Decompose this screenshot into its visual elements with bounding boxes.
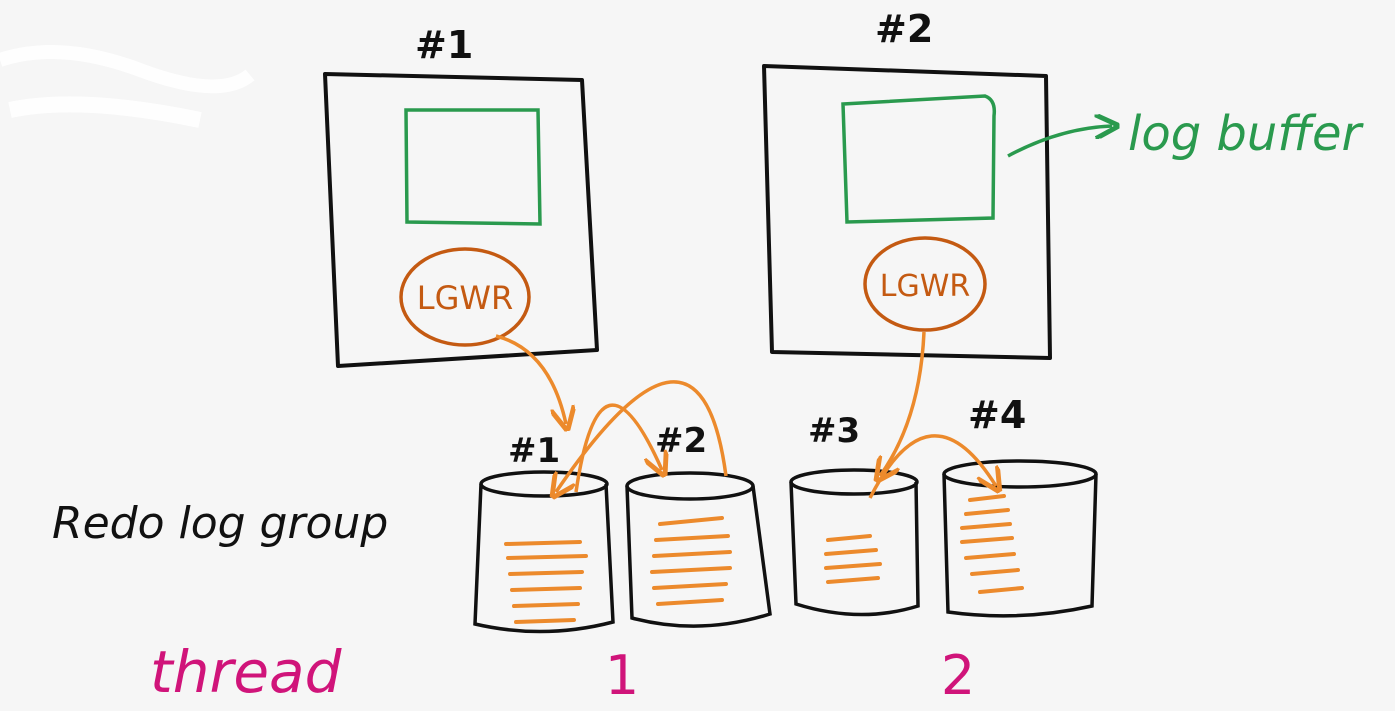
arrow-group2-to-group1 — [556, 380, 728, 492]
redo-group-2-label: #2 — [655, 421, 707, 461]
instance-1: #1 LGWR — [323, 23, 599, 368]
redo-log-group-label: Redo log group — [52, 498, 388, 549]
log-buffer-2 — [841, 94, 997, 224]
redo-group-4-label: #4 — [968, 393, 1026, 437]
arrow-lgwr1-to-group1 — [495, 334, 566, 424]
redo-group-2: #2 — [625, 421, 772, 628]
instance-2-label: #2 — [875, 7, 933, 51]
redo-group-3: #3 — [789, 411, 920, 617]
lgwr-1-label: LGWR — [417, 279, 514, 317]
arrow-lgwr2-to-group3 — [880, 331, 926, 476]
lgwr-2-label: LGWR — [880, 269, 970, 304]
thread-label: thread — [150, 638, 343, 706]
instance-2: #2 LGWR — [762, 7, 1052, 360]
lgwr-write-arrows — [495, 331, 996, 499]
instance-2-box — [762, 64, 1052, 360]
redo-group-4: #4 — [942, 393, 1098, 618]
redo-group-1-label: #1 — [508, 431, 560, 471]
instance-1-label: #1 — [415, 23, 473, 67]
arrow-group3-to-group4 — [868, 434, 996, 499]
log-buffer-label: log buffer — [1128, 106, 1364, 162]
log-buffer-pointer-arrow — [1007, 126, 1112, 158]
redo-group-3-label: #3 — [808, 411, 860, 451]
redo-group-1: #1 — [473, 431, 615, 634]
lgwr-1-circle — [399, 247, 531, 347]
lgwr-2-circle — [863, 236, 987, 332]
thread-number-2: 2 — [941, 644, 975, 707]
log-buffer-1 — [404, 108, 542, 226]
instance-1-box — [323, 72, 599, 368]
thread-number-1: 1 — [605, 644, 639, 707]
